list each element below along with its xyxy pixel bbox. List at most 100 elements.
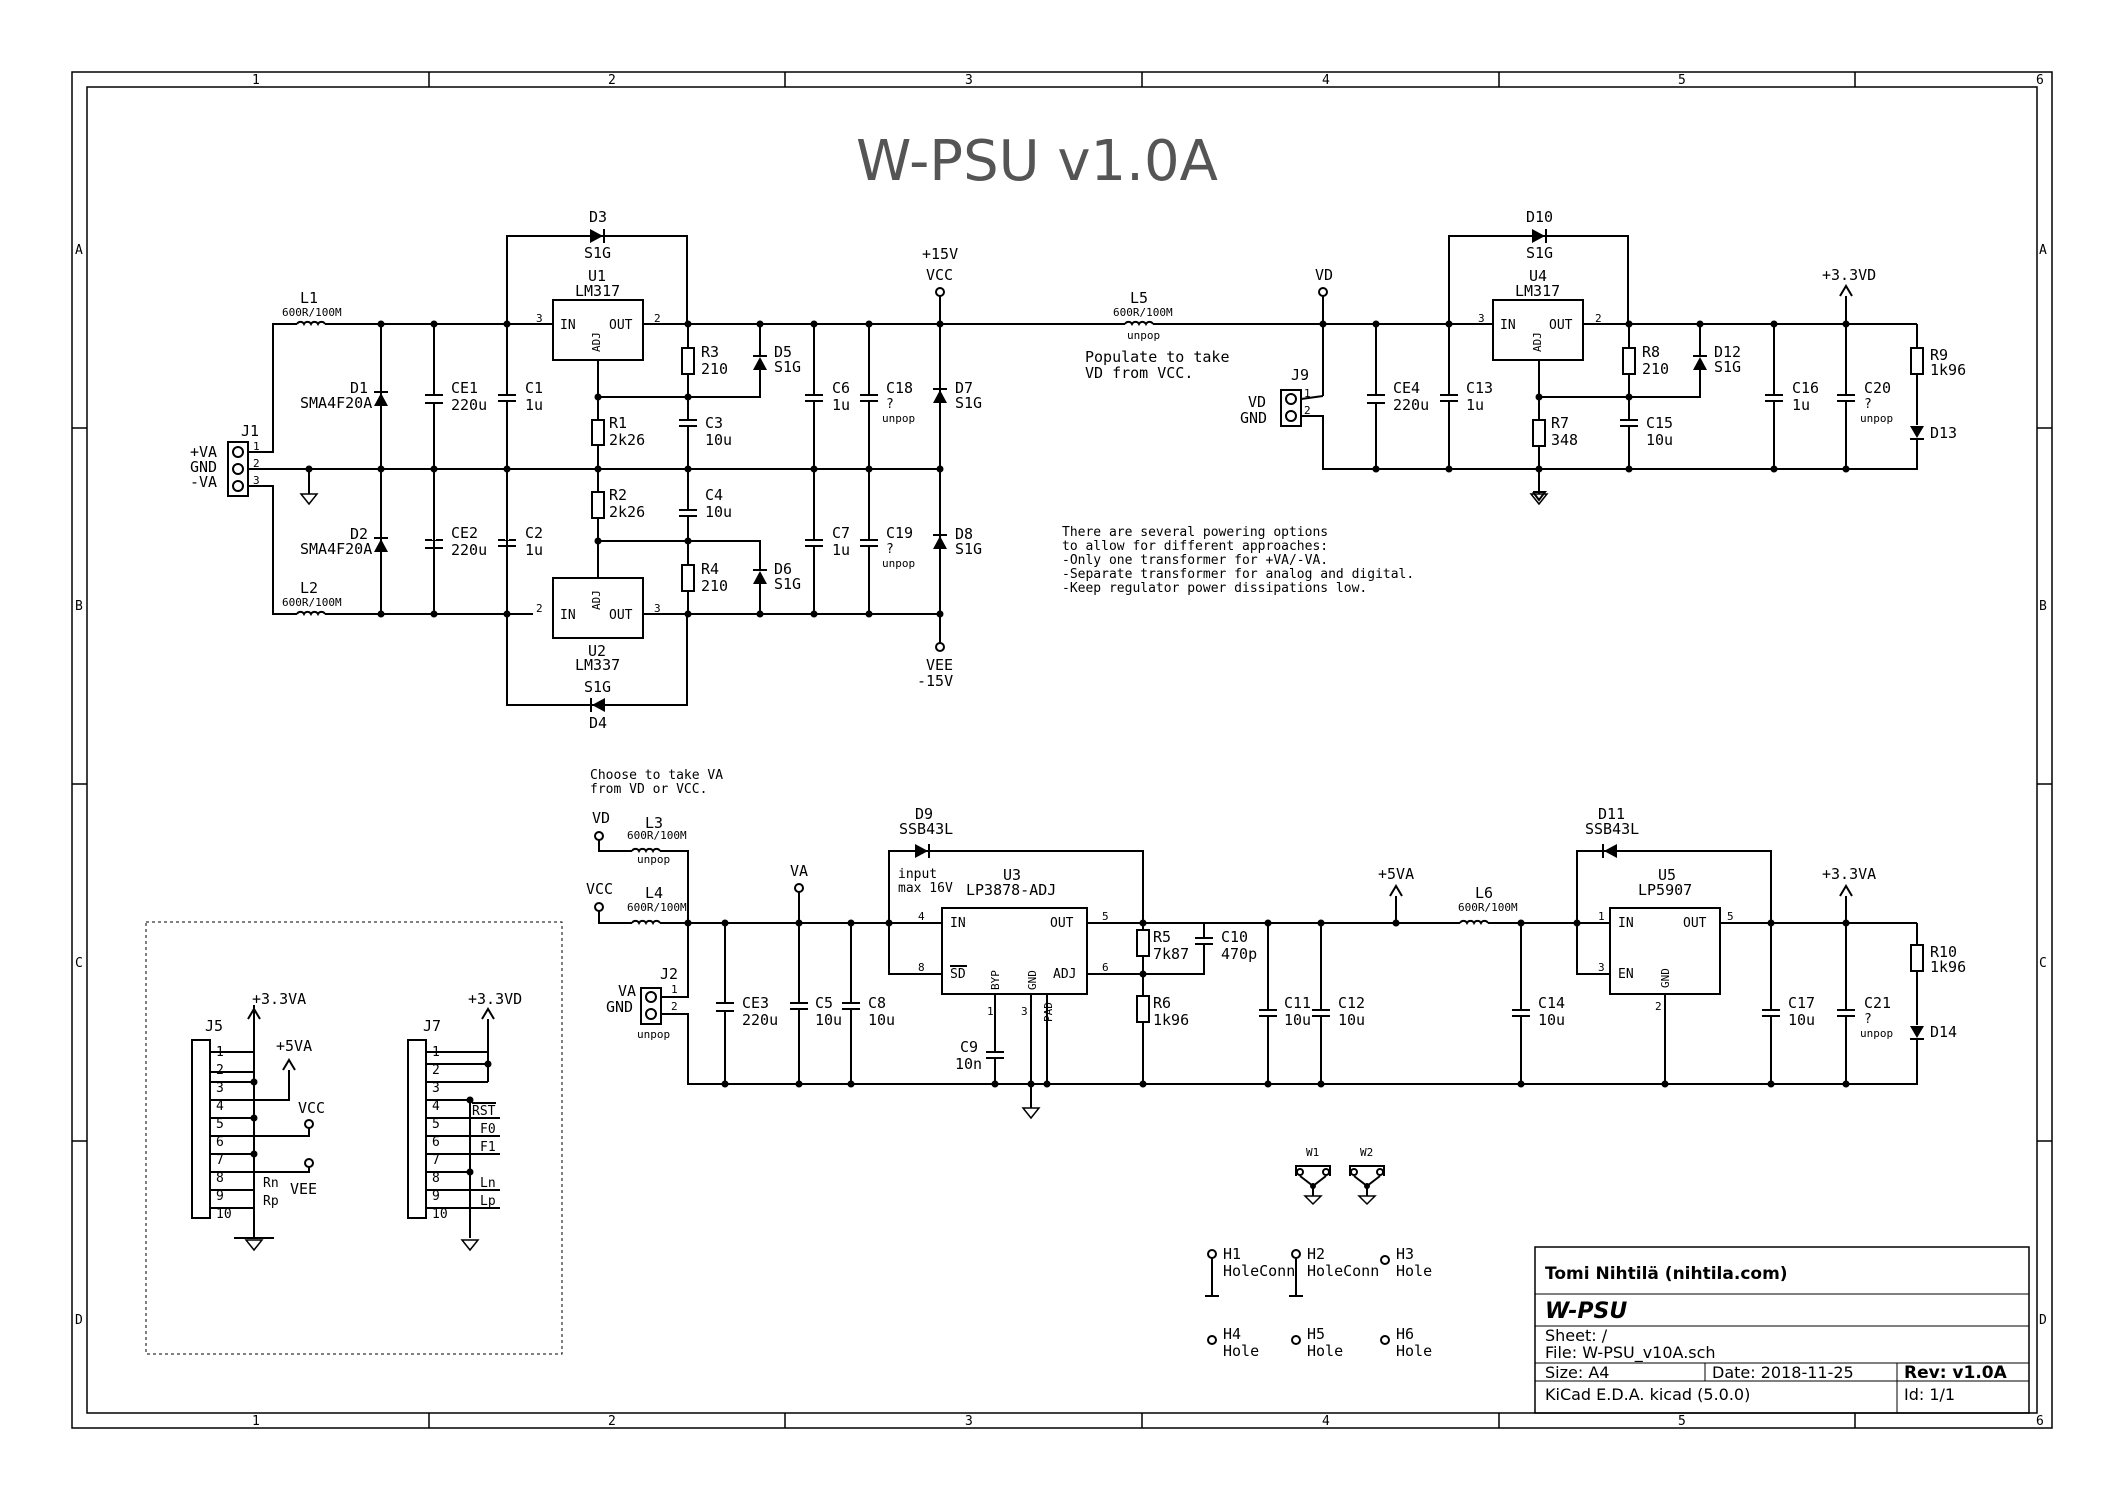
r8-ref: R8 <box>1642 343 1660 361</box>
section-analog-ldos: Choose to take VA from VD or VCC. VD L3 … <box>586 768 1966 1120</box>
r5-ref: R5 <box>1153 928 1171 946</box>
frame-col-2b: 2 <box>608 1414 616 1429</box>
d2-value: SMA4F20A <box>300 540 372 558</box>
j5-pin9-label: Rn <box>263 1176 279 1191</box>
h3-ref: H3 <box>1396 1245 1414 1263</box>
svg-text:3: 3 <box>1021 1005 1028 1018</box>
h4-value: Hole <box>1223 1342 1259 1360</box>
c3-value: 10u <box>705 431 732 449</box>
r1-value: 2k26 <box>609 431 645 449</box>
u1-pin-adj: ADJ <box>590 332 603 352</box>
j9-connector <box>1280 389 1302 427</box>
r9-value: 1k96 <box>1930 361 1966 379</box>
ce1-value: 220u <box>451 396 487 414</box>
svg-text:5: 5 <box>1727 910 1734 923</box>
svg-text:1: 1 <box>987 1005 994 1018</box>
j2-va-label: VA <box>618 982 636 1000</box>
j7-pin-number: 6 <box>432 1135 440 1150</box>
u4-value: LM317 <box>1515 282 1560 300</box>
d7-diode <box>933 390 947 403</box>
r10-value: 1k96 <box>1930 958 1966 976</box>
d6-diode <box>753 571 767 584</box>
c21-unpop: unpop <box>1860 1027 1893 1040</box>
c1-value: 1u <box>525 396 543 414</box>
u3-pin-out: OUT <box>1050 916 1074 931</box>
r10-ref: R10 <box>1930 943 1957 961</box>
c13-ref: C13 <box>1466 379 1493 397</box>
r1-resistor <box>591 419 605 446</box>
svg-text:5: 5 <box>1102 910 1109 923</box>
frame-col-6: 6 <box>2036 73 2044 88</box>
note-powering-3: -Only one transformer for +VA/-VA. <box>1062 553 1328 568</box>
j5-connector <box>191 1039 211 1219</box>
l4-ref: L4 <box>645 884 663 902</box>
l5-value: 600R/100M <box>1113 306 1173 319</box>
c5-value: 10u <box>815 1011 842 1029</box>
d10-ref: D10 <box>1526 208 1553 226</box>
tb-rev: Rev: v1.0A <box>1904 1363 2008 1383</box>
c4-ref: C4 <box>705 486 723 504</box>
gnd-symbol-w1 <box>1303 1195 1323 1206</box>
u5-pin-out: OUT <box>1683 916 1707 931</box>
u5-ref: U5 <box>1658 866 1676 884</box>
l6-value: 600R/100M <box>1458 901 1518 914</box>
c10-value: 470p <box>1221 945 1257 963</box>
h6-ref: H6 <box>1396 1325 1414 1343</box>
u5-pin-in: IN <box>1618 916 1634 931</box>
c6-value: 1u <box>832 396 850 414</box>
c19-value: ? <box>886 542 894 557</box>
d2-ref: D2 <box>350 525 368 543</box>
c18-value: ? <box>886 397 894 412</box>
d12-ref: D12 <box>1714 343 1741 361</box>
c2-value: 1u <box>525 541 543 559</box>
gnd-symbol-3 <box>1021 1107 1041 1120</box>
c12-value: 10u <box>1338 1011 1365 1029</box>
l6-inductor <box>1459 919 1489 926</box>
c14-ref: C14 <box>1538 994 1565 1012</box>
j5-pin-number: 9 <box>216 1189 224 1204</box>
w2-ref: W2 <box>1360 1146 1373 1159</box>
net-vd-top: VD <box>1315 266 1333 284</box>
c7-ref: C7 <box>832 524 850 542</box>
l1-inductor <box>296 320 326 327</box>
frame-row-c: C <box>75 956 83 971</box>
net-vd-left: VD <box>592 809 610 827</box>
c12-ref: C12 <box>1338 994 1365 1012</box>
j5-pin-number: 7 <box>216 1153 224 1168</box>
frame-col-2: 2 <box>608 73 616 88</box>
c7-value: 1u <box>832 541 850 559</box>
c10-ref: C10 <box>1221 928 1248 946</box>
l3-ref: L3 <box>645 814 663 832</box>
svg-text:3: 3 <box>536 312 543 325</box>
tb-date: Date: 2018-11-25 <box>1712 1363 1854 1382</box>
j7-pin-number: 10 <box>432 1207 448 1222</box>
j1-connector <box>227 441 249 497</box>
j9-vd-label: VD <box>1248 393 1266 411</box>
d6-ref: D6 <box>774 560 792 578</box>
l4-value: 600R/100M <box>627 901 687 914</box>
r6-resistor <box>1136 995 1150 1023</box>
j7-pin6-label: F0 <box>480 1122 496 1137</box>
j1-mva-label: -VA <box>190 473 217 491</box>
l2-value: 600R/100M <box>282 596 342 609</box>
d6-value: S1G <box>774 575 801 593</box>
j5-pin-number: 6 <box>216 1135 224 1150</box>
svg-text:8: 8 <box>918 961 925 974</box>
c18-ref: C18 <box>886 379 913 397</box>
tb-tool: KiCad E.D.A. kicad (5.0.0) <box>1545 1385 1750 1404</box>
u4-pin-in: IN <box>1500 318 1516 333</box>
note-input: input <box>898 867 937 882</box>
u4-ref: U4 <box>1529 267 1547 285</box>
u3-ldo <box>941 907 1088 995</box>
r6-ref: R6 <box>1153 994 1171 1012</box>
j7-connector <box>407 1039 427 1219</box>
h6-value: Hole <box>1396 1342 1432 1360</box>
net-va: VA <box>790 862 808 880</box>
d4-diode <box>592 698 605 712</box>
frame-row-a: A <box>75 243 83 258</box>
section-mechanical: W1 W2 H1 HoleConn H2 HoleConn H3 Hole H4… <box>1205 1146 1432 1360</box>
c8-value: 10u <box>868 1011 895 1029</box>
l3-inductor <box>631 847 661 854</box>
d5-value: S1G <box>774 358 801 376</box>
d9-diode <box>915 844 928 858</box>
